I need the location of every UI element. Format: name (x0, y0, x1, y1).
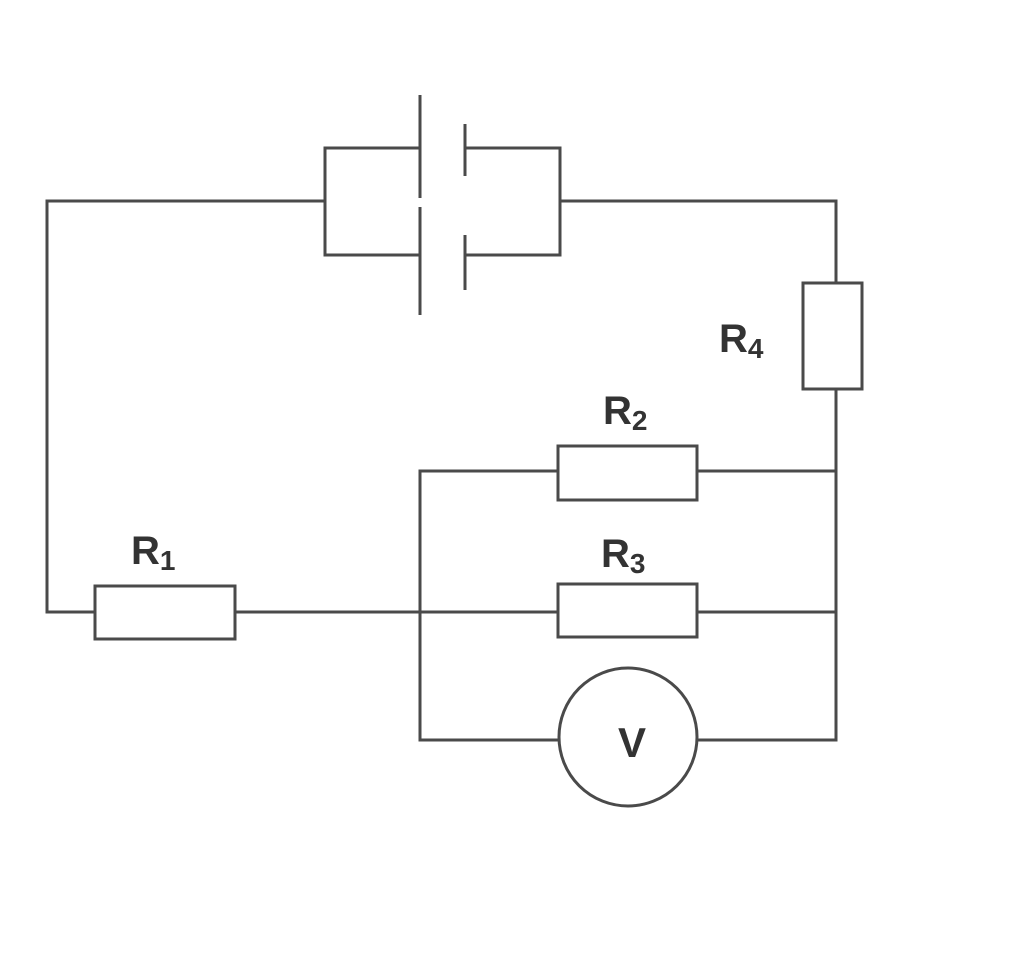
label-r2: R2 (603, 389, 647, 436)
label-r1: R1 (131, 529, 175, 576)
voltmeter-body (557, 666, 699, 808)
label-r4-index: 4 (748, 333, 764, 364)
wire-top-right (558, 199, 838, 285)
wire-left-outer (45, 199, 327, 614)
label-r1-index: 1 (160, 545, 176, 576)
wires (45, 199, 838, 742)
voltmeter: V (557, 666, 699, 808)
label-r2-symbol: R (603, 389, 632, 433)
label-r2-index: 2 (632, 405, 648, 436)
label-r1-symbol: R (131, 529, 160, 573)
resistor-r1 (93, 584, 237, 641)
resistor-r3 (556, 582, 699, 639)
battery-bank (323, 95, 562, 315)
label-r4: R4 (719, 317, 764, 364)
label-r3: R3 (601, 532, 645, 579)
label-r3-symbol: R (601, 532, 630, 576)
resistor-r4 (801, 281, 864, 391)
battery-cell-bottom (418, 207, 467, 315)
label-r3-index: 3 (630, 548, 646, 579)
resistor-r2 (556, 444, 699, 502)
battery-frame-right (463, 146, 562, 257)
label-r4-symbol: R (719, 317, 748, 361)
voltmeter-label: V (618, 719, 646, 766)
battery-cell-top (418, 95, 467, 198)
battery-frame-left (323, 146, 422, 257)
